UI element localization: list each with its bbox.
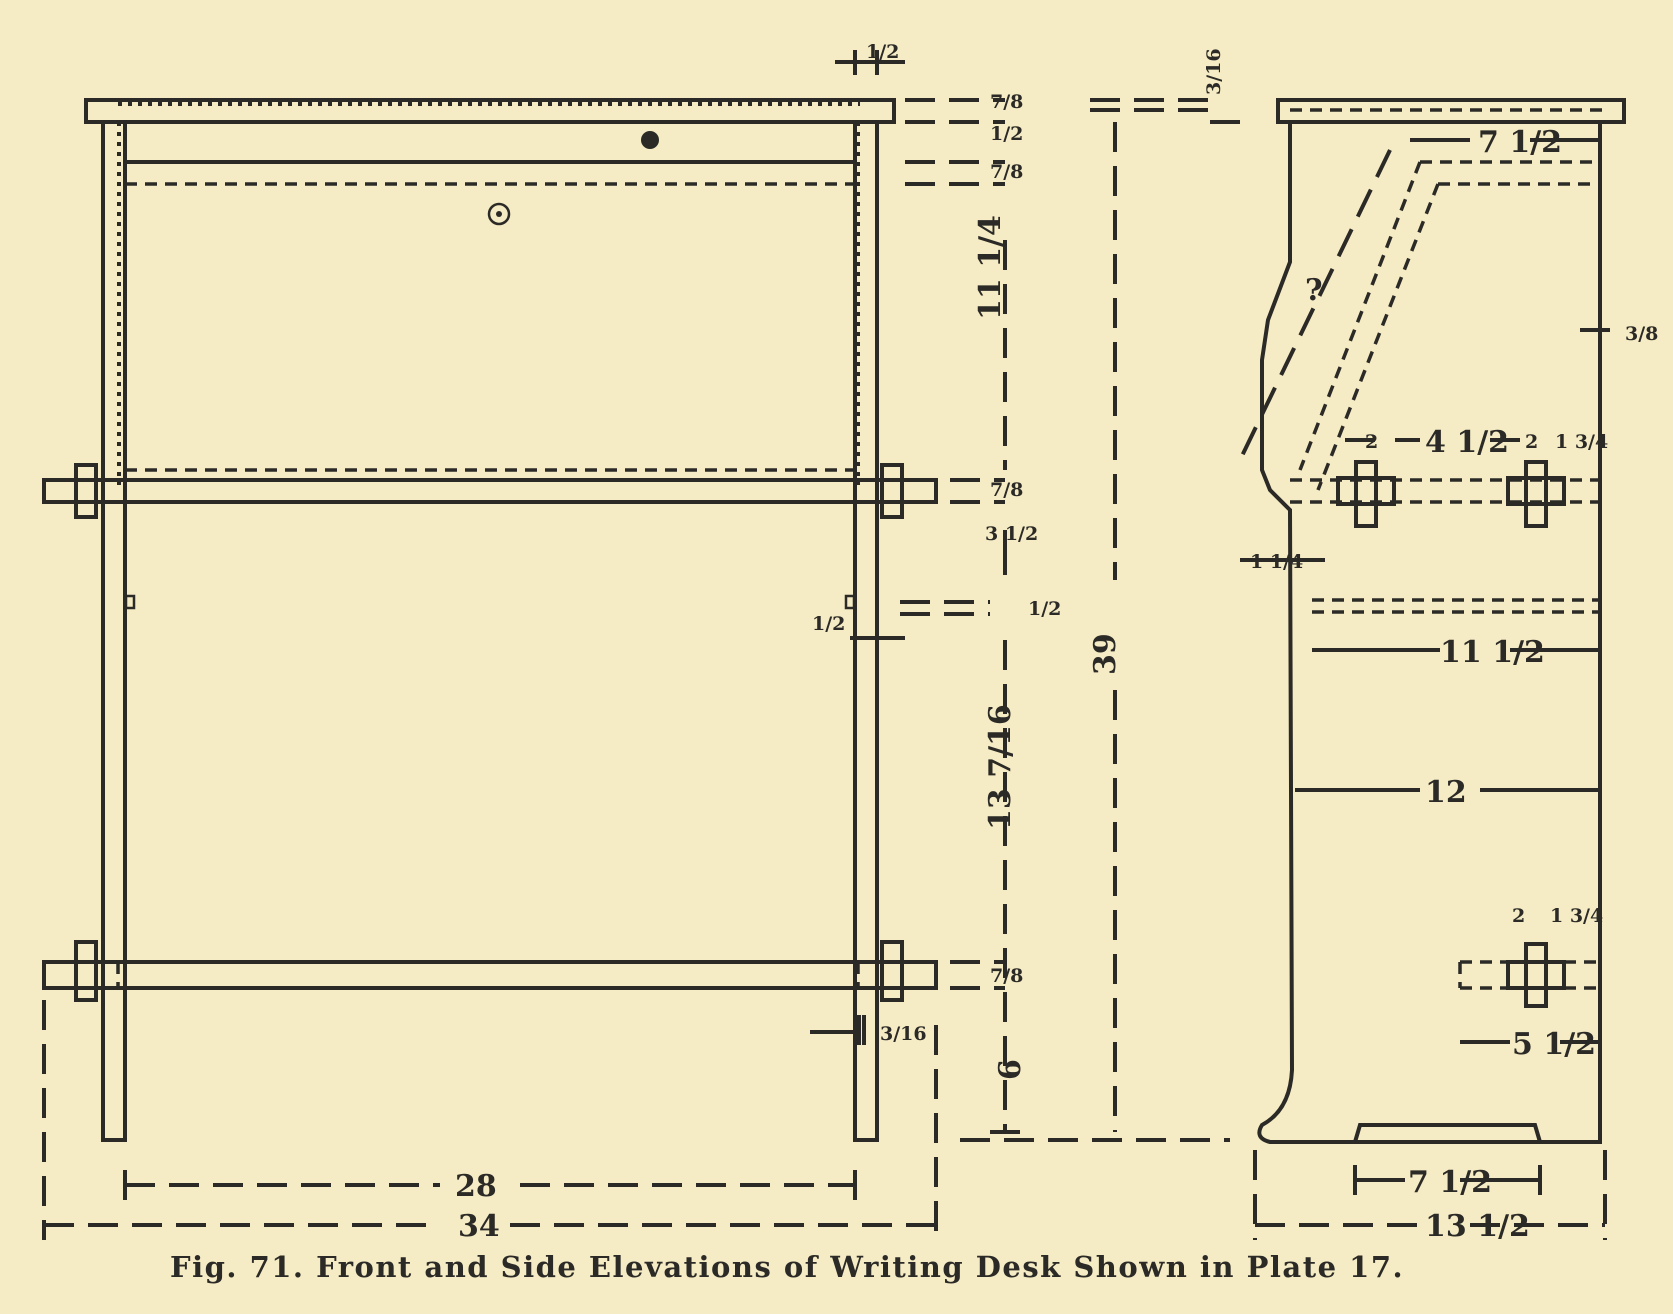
dim-tenon-a: 2	[1365, 431, 1378, 453]
side-elevation	[1257, 98, 1626, 1144]
side-upper-tenon-left	[1336, 460, 1396, 528]
front-right-leg	[853, 120, 879, 1142]
dim-tenon-gap: 4 1/2	[1425, 425, 1509, 460]
dim-side-depth: 12	[1425, 775, 1467, 810]
dim-shelf-depth: 11 1/2	[1440, 635, 1545, 670]
dim-overall-width: 34	[458, 1209, 500, 1244]
side-panel-outline	[1257, 120, 1602, 1144]
dim-slope: ?	[1305, 273, 1323, 308]
dim-leg-offset: 3/16	[880, 1023, 927, 1045]
dim-small-gap: 1/2	[1028, 598, 1061, 620]
dim-side-top-width: 7 1/2	[1478, 125, 1562, 160]
side-dimension-labels: 7 1/2 3/8 ? 2 4 1/2 2 1 3/4 1 1/4 11 1/2…	[1250, 125, 1658, 1244]
dim-inner-width: 28	[455, 1169, 497, 1204]
dim-rail-thick: 7/8	[990, 161, 1023, 183]
dim-lid-thick: 3/16	[1203, 48, 1225, 95]
dim-back-thick: 3/8	[1625, 323, 1658, 345]
dim-leg-set: 1/2	[812, 613, 845, 635]
front-elevation	[42, 98, 938, 1142]
front-top-board	[84, 98, 896, 124]
dim-shelf-thick: 7/8	[990, 479, 1023, 501]
dim-tenon-b: 2	[1525, 431, 1538, 453]
dim-tenon-end: 1 3/4	[1555, 431, 1608, 453]
side-dimensions	[1238, 138, 1610, 1240]
front-dimensions	[42, 50, 1240, 1240]
dim-overall-depth: 13 1/2	[1425, 1209, 1530, 1244]
dim-mid-height: 13 7/16	[983, 704, 1018, 830]
dim-low-tenon: 2	[1512, 905, 1525, 927]
figure-caption: Fig. 71. Front and Side Elevations of Wr…	[170, 1250, 1405, 1284]
side-lower-tenon	[1458, 942, 1600, 1008]
dim-base-width: 1 1/4	[1250, 551, 1303, 573]
dim-low-width: 5 1/2	[1512, 1027, 1596, 1062]
dim-top-overhang: 1/2	[866, 41, 899, 63]
front-dimension-labels: 1/2 7/8 1/2 7/8 11 1/4 7/8 3 1/2 1/2 1/2…	[455, 41, 1225, 1244]
front-bottom-shelf	[42, 960, 938, 990]
dim-total-height: 39	[1088, 633, 1123, 675]
dim-rail-space: 1/2	[990, 123, 1023, 145]
front-middle-shelf	[42, 478, 938, 504]
dim-low-end: 1 3/4	[1550, 905, 1603, 927]
lid-knob	[487, 202, 511, 226]
dim-cutout: 7 1/2	[1408, 1165, 1492, 1200]
drawer-knob	[641, 131, 659, 149]
dim-bottom-thick: 7/8	[990, 965, 1023, 987]
front-left-leg	[101, 120, 127, 1142]
side-upper-tenon-right	[1506, 460, 1566, 528]
dim-upper-height: 11 1/4	[973, 215, 1008, 320]
dim-foot-height: 6	[993, 1059, 1028, 1080]
dim-top-thick: 7/8	[990, 91, 1023, 113]
dim-gap: 3 1/2	[985, 523, 1038, 545]
